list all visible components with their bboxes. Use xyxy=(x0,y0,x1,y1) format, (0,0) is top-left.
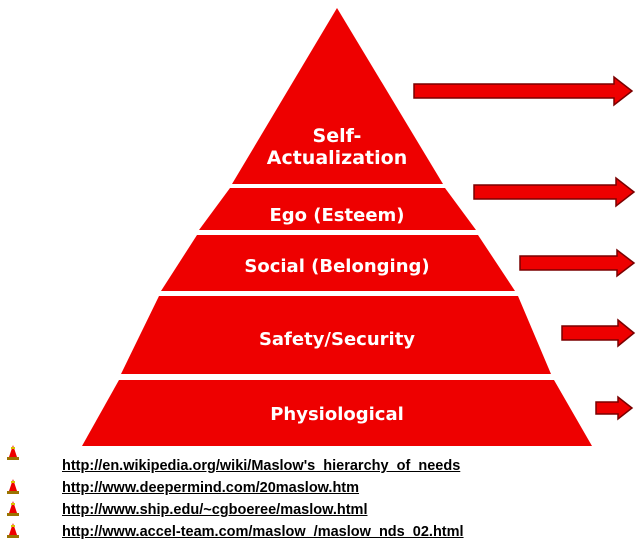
pyramid-tier-social xyxy=(161,235,515,291)
level-label-self-line2: Actualization xyxy=(267,147,407,169)
bullet-icon xyxy=(7,445,19,460)
arrow-icon xyxy=(595,395,634,421)
pyramid-tier-ego xyxy=(199,188,476,230)
arrow-icon xyxy=(519,248,636,278)
level-label-self-line1: Self- xyxy=(313,125,362,147)
arrow-icon xyxy=(561,318,636,348)
level-label-social: Social (Belonging) xyxy=(244,256,429,277)
level-label-ego: Ego (Esteem) xyxy=(269,205,404,226)
bullet-icon xyxy=(7,523,19,538)
bullet-icon xyxy=(7,501,19,516)
bullet-icon xyxy=(7,479,19,494)
pyramid-tier-physiological xyxy=(82,380,592,446)
reference-link[interactable]: http://www.ship.edu/~cgboeree/maslow.htm… xyxy=(62,502,368,518)
list-item: http://en.wikipedia.org/wiki/Maslow's_hi… xyxy=(0,445,638,474)
level-label-safety: Safety/Security xyxy=(259,329,415,350)
pyramid-tier-self-actualization xyxy=(232,8,443,184)
reference-links: http://en.wikipedia.org/wiki/Maslow's_hi… xyxy=(0,445,638,556)
reference-link[interactable]: http://en.wikipedia.org/wiki/Maslow's_hi… xyxy=(62,458,461,474)
list-item: http://www.accel-team.com/maslow_/maslow… xyxy=(0,523,638,544)
maslow-pyramid: Self- Actualization Ego (Esteem) Social … xyxy=(82,8,636,446)
arrow-icon xyxy=(413,75,634,107)
list-item: http://www.ship.edu/~cgboeree/maslow.htm… xyxy=(0,501,638,522)
reference-link[interactable]: http://www.accel-team.com/maslow_/maslow… xyxy=(62,524,464,540)
list-item: http://www.deepermind.com/20maslow.htm xyxy=(0,479,638,500)
level-label-physiological: Physiological xyxy=(270,404,404,425)
pyramid-tier-safety xyxy=(121,296,551,374)
arrow-icon xyxy=(473,176,636,208)
reference-link[interactable]: http://www.deepermind.com/20maslow.htm xyxy=(62,480,360,496)
